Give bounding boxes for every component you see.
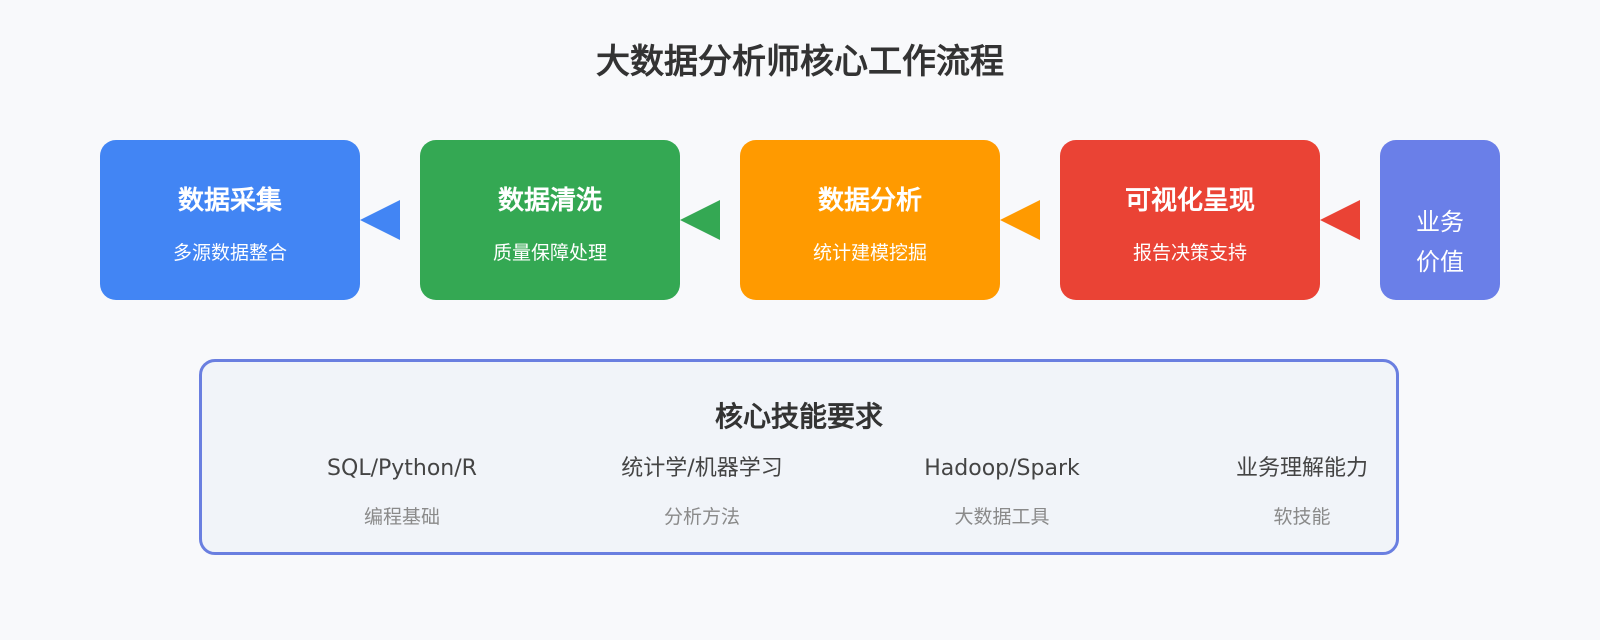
skill-item: 统计学/机器学习 分析方法: [552, 454, 852, 530]
step-title-line: 业务: [1416, 208, 1464, 236]
step-title: 数据清洗: [497, 186, 602, 216]
step-title: 数据分析: [817, 186, 922, 216]
skill-item: 业务理解能力 软技能: [1152, 454, 1452, 530]
skill-name: 统计学/机器学习: [621, 456, 783, 481]
skill-desc: 软技能: [1273, 506, 1331, 528]
skill-name: SQL/Python/R: [327, 456, 477, 481]
step-subtitle: 多源数据整合: [172, 242, 287, 264]
arrow-left-icon: [1000, 200, 1040, 240]
step-title: 业务 价值: [1380, 202, 1500, 282]
arrow-left-icon: [1320, 200, 1360, 240]
step-title: 数据采集: [177, 186, 282, 216]
skill-desc: 编程基础: [363, 506, 440, 528]
skill-item: SQL/Python/R 编程基础: [252, 454, 552, 530]
skills-title: 核心技能要求: [714, 400, 883, 433]
step-title: 可视化呈现: [1124, 186, 1255, 216]
arrow-left-icon: [360, 200, 400, 240]
step-data-cleaning: 数据清洗 质量保障处理: [420, 140, 680, 300]
step-title-line: 价值: [1416, 248, 1464, 276]
step-subtitle: 报告决策支持: [1132, 242, 1247, 264]
step-visualization: 可视化呈现 报告决策支持: [1060, 140, 1320, 300]
skill-desc: 分析方法: [663, 506, 740, 528]
skills-panel: 核心技能要求 SQL/Python/R 编程基础 统计学/机器学习 分析方法 H…: [199, 359, 1399, 555]
step-business-value: 业务 价值: [1380, 140, 1500, 300]
arrow-left-icon: [680, 200, 720, 240]
skill-name: 业务理解能力: [1235, 456, 1368, 481]
step-subtitle: 质量保障处理: [492, 242, 607, 264]
skill-item: Hadoop/Spark 大数据工具: [852, 454, 1152, 530]
step-data-analysis: 数据分析 统计建模挖掘: [740, 140, 1000, 300]
skill-desc: 大数据工具: [954, 506, 1050, 528]
skill-name: Hadoop/Spark: [924, 456, 1080, 481]
step-subtitle: 统计建模挖掘: [812, 242, 927, 264]
step-data-collection: 数据采集 多源数据整合: [100, 140, 360, 300]
page-title: 大数据分析师核心工作流程: [596, 42, 1004, 82]
